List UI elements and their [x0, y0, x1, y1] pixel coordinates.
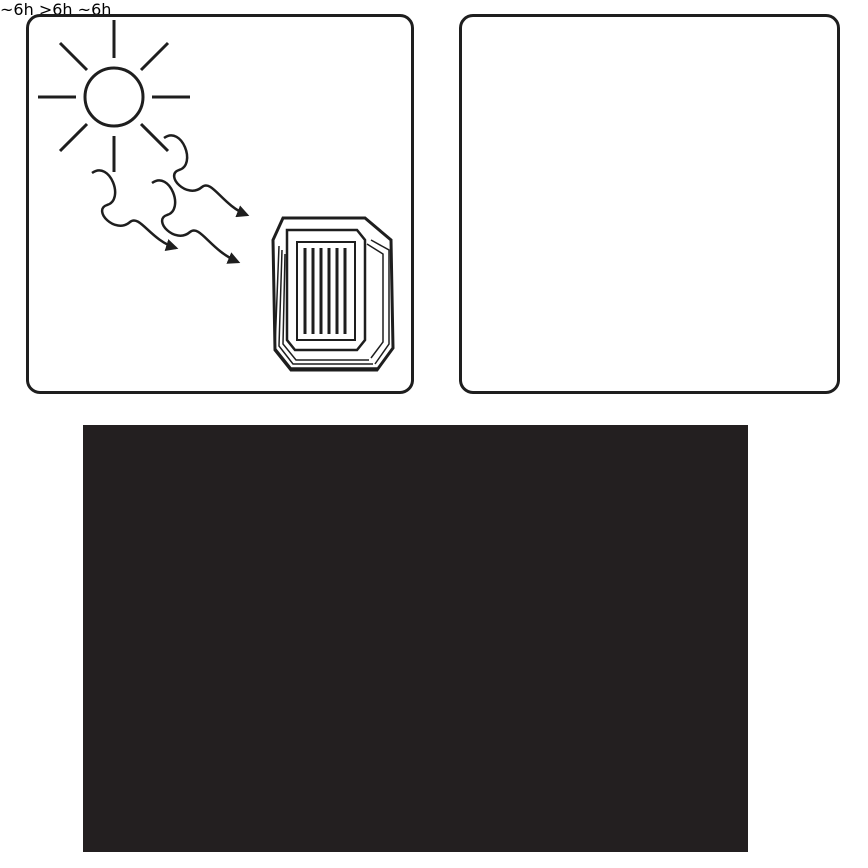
night-lighting-panel — [83, 425, 748, 852]
sun-icon — [38, 20, 190, 172]
sunny-duration: ~6h — [0, 0, 34, 19]
sun-ray-arrows — [91, 134, 250, 264]
solar-light-icon — [271, 216, 395, 372]
cloudy-charging-panel — [459, 14, 840, 394]
